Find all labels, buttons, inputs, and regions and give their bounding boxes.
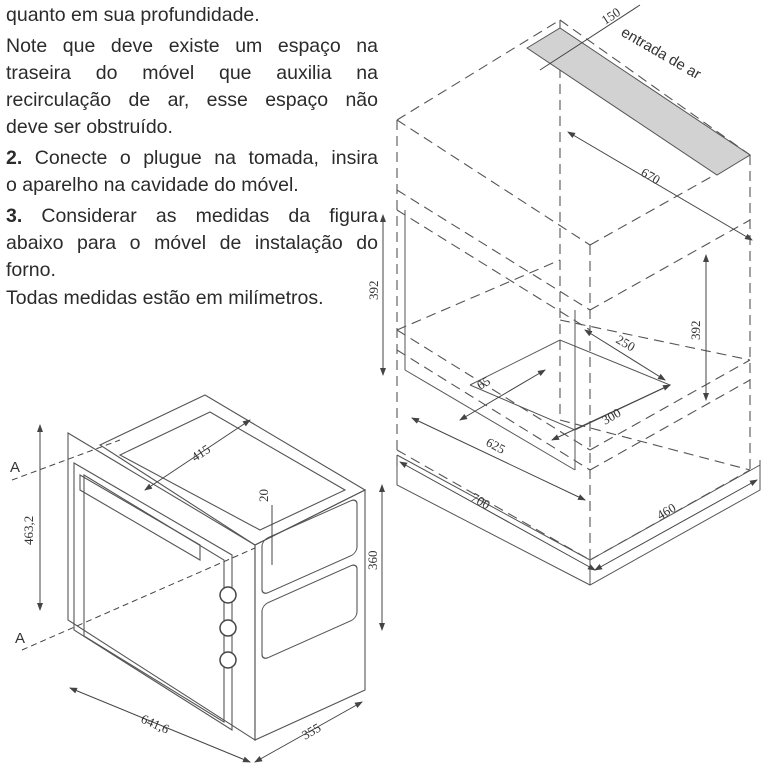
dim-line-415 bbox=[144, 419, 251, 491]
dim-65-label: 65 bbox=[474, 373, 493, 392]
dim-line-460 bbox=[594, 479, 758, 571]
dim-463-label: 463,2 bbox=[21, 516, 36, 545]
text-air-gap-4: deve ser obstruído. bbox=[6, 116, 173, 138]
dim-360-label: 360 bbox=[365, 551, 380, 571]
section-label-bottom: A bbox=[15, 630, 25, 647]
dim-line-65 bbox=[459, 369, 546, 421]
dim-20-label: 20 bbox=[256, 489, 271, 502]
text-line-depth: quanto em sua profundidade. bbox=[6, 4, 260, 26]
step-3-line-2: abaixo para o móvel de instalação do bbox=[6, 232, 378, 254]
step-3-line-1: 3. Considerar as medidas da figura bbox=[6, 205, 378, 227]
dim-line-355 bbox=[254, 701, 363, 763]
knob-3 bbox=[219, 651, 237, 669]
knob-1 bbox=[219, 586, 237, 604]
dim-line-641 bbox=[69, 687, 251, 763]
control-knobs bbox=[219, 586, 237, 669]
step-2-line-2: o aparelho na cavidade do móvel. bbox=[6, 174, 299, 196]
text-air-gap-3: recirculação de ar, esse espaço não bbox=[6, 89, 378, 111]
knob-2 bbox=[219, 619, 237, 637]
dim-415-label: 415 bbox=[188, 441, 213, 464]
oven-body bbox=[67, 394, 367, 742]
dim-line-250 bbox=[584, 329, 666, 381]
text-air-gap-1: Note que deve existe um espaço na bbox=[6, 35, 378, 57]
dim-line-700 bbox=[399, 461, 596, 571]
section-label-top: A bbox=[10, 459, 20, 476]
dim-641-label: 641,6 bbox=[139, 711, 172, 737]
step-3-number: 3. bbox=[6, 205, 23, 227]
step-2-line-1: 2. Conecte o plugue na tomada, insira bbox=[6, 147, 378, 169]
note-millimeters: Todas medidas estão em milímetros. bbox=[6, 287, 324, 309]
dim-line-150 bbox=[539, 4, 641, 71]
text-air-gap-2: traseira do móvel que auxilia na bbox=[6, 62, 378, 84]
step-3-line-3: forno. bbox=[6, 259, 56, 281]
step-2-number: 2. bbox=[6, 147, 23, 169]
dim-392-left-label: 392 bbox=[366, 281, 381, 301]
section-lines bbox=[11, 439, 256, 651]
dim-line-670 bbox=[567, 131, 753, 241]
dim-392-right-label: 392 bbox=[688, 321, 703, 341]
dim-355-label: 355 bbox=[299, 720, 323, 743]
